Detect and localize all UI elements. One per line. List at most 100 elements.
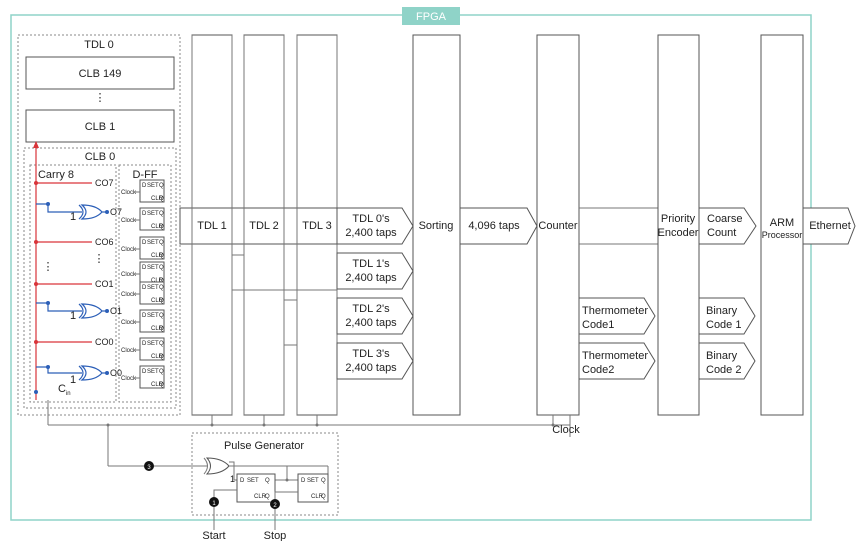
svg-text:CO1: CO1 [95, 279, 114, 289]
svg-text:SET: SET [147, 313, 159, 319]
svg-text:CLR: CLR [151, 278, 164, 284]
coarse-count-arrow: Coarse Count [698, 207, 757, 245]
taps-arrow-tdl3: TDL 3's 2,400 taps [336, 342, 414, 380]
carry-tap-co0: CO0 [34, 337, 114, 347]
svg-text:Code 1: Code 1 [706, 319, 741, 331]
svg-text:O0: O0 [110, 368, 122, 378]
svg-text:Clock: Clock [121, 292, 137, 298]
sorting-block [412, 34, 461, 416]
svg-text:TDL 1's: TDL 1's [352, 258, 390, 270]
svg-text:Coarse: Coarse [707, 213, 742, 225]
arm-label-2: Processor [762, 230, 803, 240]
svg-text:D: D [142, 369, 147, 375]
carry-vdots-left: ⋮ [43, 261, 54, 273]
svg-text:Q: Q [159, 313, 164, 319]
svg-text:CLR: CLR [151, 354, 164, 360]
svg-text:1: 1 [70, 310, 76, 322]
clb1-label: CLB 1 [85, 121, 116, 133]
svg-text:D: D [142, 265, 147, 271]
svg-text:1: 1 [212, 501, 216, 507]
svg-text:2,400 taps: 2,400 taps [345, 362, 397, 374]
carry-chain-arrow [33, 141, 39, 148]
svg-text:SET: SET [147, 240, 159, 246]
svg-text:Q: Q [321, 478, 326, 484]
pulse-dff-2: D SET Q CLR Q [297, 473, 329, 503]
tdl2-label: TDL 2 [249, 220, 279, 232]
svg-text:Clock: Clock [121, 247, 137, 253]
dff-region [118, 164, 172, 403]
start-label: Start [202, 530, 225, 541]
svg-text:CLR: CLR [311, 494, 324, 500]
svg-text:Q: Q [159, 369, 164, 375]
taps-4096-arrow: 4,096 taps [459, 207, 538, 245]
svg-text:D: D [142, 183, 147, 189]
svg-text:SET: SET [147, 285, 159, 291]
sorting-label: Sorting [419, 220, 454, 232]
counter-priority-band [579, 207, 658, 245]
carry-tap-co7: CO7 [34, 178, 114, 188]
svg-text:Q: Q [159, 382, 164, 388]
tdl3-label: TDL 3 [302, 220, 332, 232]
arm-processor-block [760, 34, 804, 416]
clb0-region [23, 147, 177, 409]
svg-text:Q: Q [265, 478, 270, 484]
carry8-region [29, 164, 117, 403]
carry8-label: Carry 8 [38, 169, 74, 181]
svg-text:1: 1 [230, 474, 235, 484]
counter-block [536, 34, 580, 416]
svg-text:Clock: Clock [121, 272, 137, 278]
svg-text:2,400 taps: 2,400 taps [345, 227, 397, 239]
svg-text:Q: Q [159, 326, 164, 332]
svg-text:Q: Q [159, 183, 164, 189]
fpga-title-tag [402, 7, 460, 25]
svg-text:CO0: CO0 [95, 337, 114, 347]
svg-text:CLR: CLR [151, 382, 164, 388]
clock-label: Clock [552, 424, 580, 436]
clb1-box [25, 109, 175, 143]
tdl1-label: TDL 1 [197, 220, 227, 232]
priority-encoder-block [657, 34, 700, 416]
carry-tap-co1: CO1 [34, 279, 114, 289]
svg-text:D: D [301, 478, 306, 484]
svg-text:Ethernet: Ethernet [809, 220, 851, 232]
svg-text:Clock: Clock [121, 376, 137, 382]
xor-path-o1: 1 O1 [36, 301, 122, 322]
svg-text:SET: SET [147, 265, 159, 271]
svg-text:D: D [142, 313, 147, 319]
ethernet-arrow: Ethernet [802, 207, 856, 245]
svg-text:O1: O1 [110, 306, 122, 316]
svg-text:SET: SET [247, 478, 259, 484]
svg-text:SET: SET [147, 183, 159, 189]
marker-1 [209, 497, 219, 507]
dff-label: D-FF [132, 169, 157, 181]
svg-text:CLR: CLR [151, 196, 164, 202]
fpga-title: FPGA [416, 11, 447, 23]
svg-text:2,400 taps: 2,400 taps [345, 272, 397, 284]
svg-text:CLR: CLR [151, 224, 164, 230]
svg-text:Q: Q [159, 278, 164, 284]
priority-label-2: Encoder [658, 227, 699, 239]
thermometer-code2-arrow: Thermometer Code2 [578, 342, 656, 380]
svg-text:Thermometer: Thermometer [582, 305, 648, 317]
svg-text:CLR: CLR [151, 253, 164, 259]
clb0-title: CLB 0 [85, 151, 116, 163]
svg-text:Binary: Binary [706, 305, 738, 317]
svg-text:Q: Q [159, 285, 164, 291]
taps-arrow-tdl2: TDL 2's 2,400 taps [336, 297, 414, 335]
svg-text:Clock: Clock [121, 320, 137, 326]
clb149-label: CLB 149 [79, 68, 122, 80]
svg-text:Code2: Code2 [582, 364, 614, 376]
pulse-generator-title: Pulse Generator [224, 440, 304, 452]
thermometer-code1-arrow: Thermometer Code1 [578, 297, 656, 335]
svg-text:Clock: Clock [121, 190, 137, 196]
svg-text:D: D [142, 341, 147, 347]
svg-text:D: D [142, 211, 147, 217]
